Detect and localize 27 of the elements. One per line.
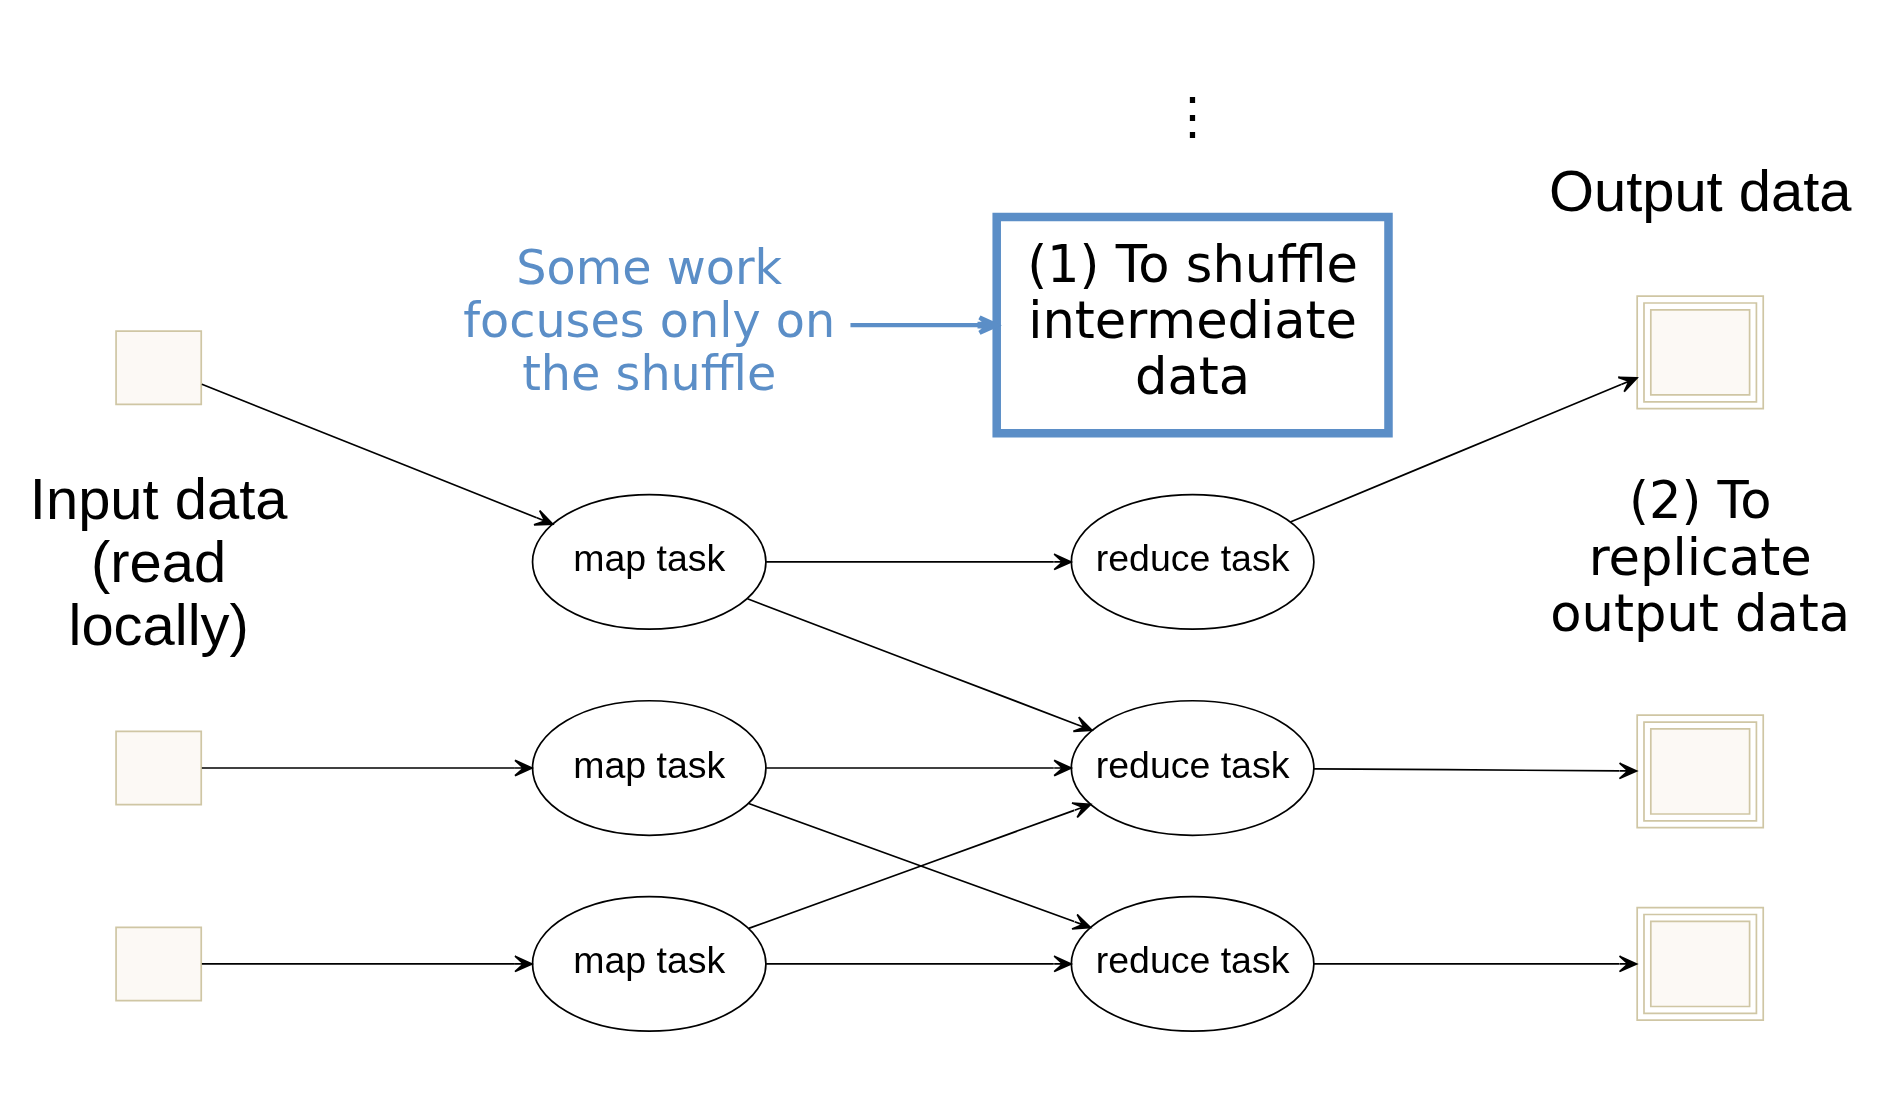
node-box (1636, 295, 1765, 410)
node-box: (1) To shuffle intermediate data (992, 212, 1393, 438)
label: Input data (read locally) (29, 466, 288, 657)
node-text: Some work focuses only on the shuffle (463, 240, 836, 401)
label: ⋮ (1167, 87, 1219, 145)
arrow (201, 955, 533, 973)
arrow (1312, 955, 1638, 973)
arrow (746, 597, 1093, 733)
arrow (747, 802, 1092, 930)
arrow (201, 759, 533, 777)
arrow (201, 383, 554, 526)
arrow (1289, 376, 1638, 523)
node-box (1636, 714, 1765, 829)
node-box (115, 730, 203, 806)
label: (2) To replicate output data (1550, 471, 1851, 643)
node-box (1636, 906, 1765, 1021)
node-ellipse: reduce task (1070, 493, 1315, 631)
node-ellipse: map task (531, 895, 767, 1033)
node-ellipse: map task (531, 699, 767, 837)
arrow (850, 315, 999, 335)
arrow (765, 759, 1073, 777)
arrow (765, 553, 1073, 571)
arrow (765, 955, 1073, 973)
node-box (115, 926, 203, 1002)
label: Output data (1548, 158, 1852, 223)
node-box (115, 330, 203, 406)
arrow (1312, 762, 1638, 780)
